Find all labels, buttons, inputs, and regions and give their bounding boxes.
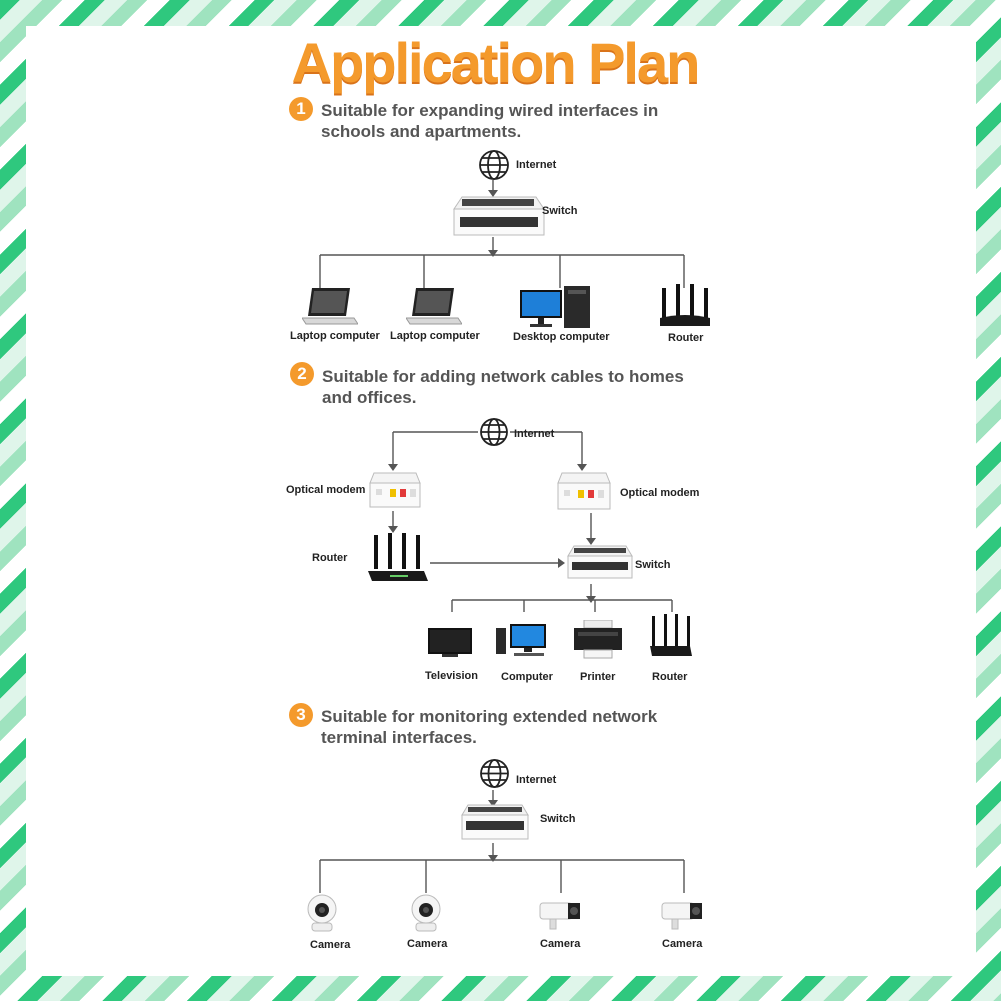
device-label: Camera [407, 938, 448, 950]
switch-icon [453, 196, 545, 236]
device-label: Desktop computer [513, 331, 610, 343]
router-label: Router [312, 552, 348, 564]
device-label: Camera [540, 938, 581, 950]
router-icon [650, 614, 692, 656]
optical-modem-icon [557, 472, 611, 510]
desktop-computer-icon [520, 286, 590, 328]
modem-label: Optical modem [620, 487, 700, 499]
internet-label: Internet [516, 774, 557, 786]
laptop-icon [302, 288, 358, 325]
section-1-text: Suitable for expanding wired interfaces … [321, 101, 659, 141]
device-label: Laptop computer [290, 330, 380, 342]
printer-icon [574, 620, 622, 659]
section-3-text: Suitable for monitoring extended network… [321, 707, 658, 747]
globe-icon [480, 759, 509, 788]
device-label: Camera [662, 938, 703, 950]
device-label: Router [652, 671, 688, 683]
modem-label: Optical modem [286, 484, 366, 496]
device-label: Laptop computer [390, 330, 480, 342]
switch-icon [461, 804, 529, 840]
switch-icon [567, 545, 633, 579]
section-2-text: Suitable for adding network cables to ho… [322, 367, 684, 407]
switch-label: Switch [635, 559, 671, 571]
internet-label: Internet [516, 159, 557, 171]
bullet-camera-icon [661, 902, 702, 930]
router-icon [660, 284, 710, 326]
dome-camera-icon [411, 894, 441, 932]
internet-label: Internet [514, 428, 555, 440]
device-label: Computer [501, 671, 553, 683]
laptop-icon [406, 288, 462, 325]
computer-icon [496, 624, 546, 656]
dome-camera-icon [307, 894, 337, 932]
section-1-number: 1 [289, 97, 313, 121]
device-label: Television [425, 670, 478, 682]
switch-label: Switch [542, 205, 578, 217]
globe-icon [480, 418, 508, 446]
device-label: Printer [580, 671, 616, 683]
globe-icon [479, 150, 509, 180]
bullet-camera-icon [539, 902, 580, 930]
television-icon [428, 628, 472, 657]
page-title: Application Plan [291, 31, 701, 94]
device-label: Router [668, 332, 704, 344]
router-icon [368, 533, 428, 581]
switch-label: Switch [540, 813, 576, 825]
device-label: Camera [310, 939, 351, 951]
section-2-number: 2 [290, 362, 314, 386]
section-3-number: 3 [289, 703, 313, 727]
optical-modem-icon [369, 472, 421, 508]
